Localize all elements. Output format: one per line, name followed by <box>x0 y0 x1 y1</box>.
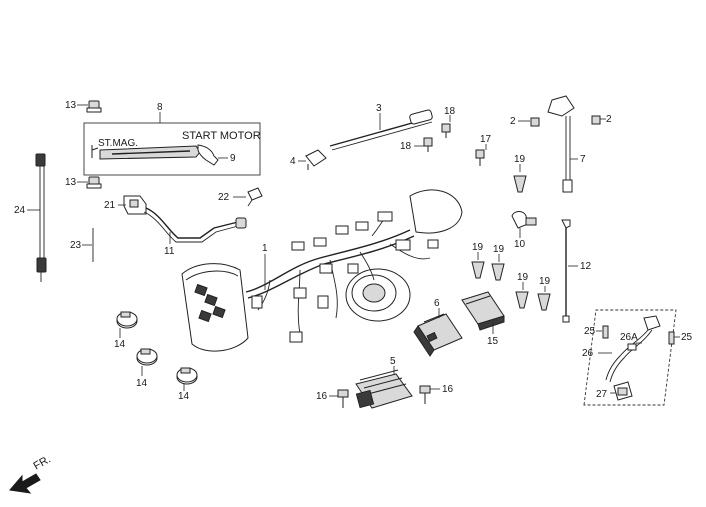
part-12-rod <box>561 219 571 323</box>
starter-cable-box <box>83 122 261 176</box>
callout-18-top: 18 <box>444 106 456 117</box>
callout-7: 7 <box>580 154 586 165</box>
callout-25-left: 25 <box>584 326 596 337</box>
sub-assembly-box <box>583 309 677 406</box>
front-direction-arrow-icon <box>9 473 41 494</box>
part-19-clip-2 <box>471 261 485 279</box>
part-6-ecu <box>413 313 463 357</box>
callout-26a: 26A <box>620 332 638 343</box>
part-22-terminal <box>247 187 263 207</box>
part-7-sensor <box>547 95 575 193</box>
callout-14-a: 14 <box>114 339 126 350</box>
callout-12: 12 <box>580 261 592 272</box>
part-17-bolt <box>475 149 485 166</box>
part-10-clamp <box>511 211 537 229</box>
part-18-bolt-mid <box>423 137 433 152</box>
callout-3: 3 <box>376 103 382 114</box>
callout-6: 6 <box>434 298 440 309</box>
part-19-clip-5 <box>537 293 551 311</box>
part-13-nut-bottom <box>86 176 102 189</box>
part-15-module <box>461 291 505 331</box>
part-18-bolt-top <box>441 123 451 138</box>
callout-21: 21 <box>104 200 116 211</box>
callout-10: 10 <box>514 239 526 250</box>
part-2-bolt-left <box>530 117 540 127</box>
callout-16-right: 16 <box>442 384 454 395</box>
part-21-bracket <box>123 195 147 215</box>
callout-2-right: 2 <box>606 114 612 125</box>
part-25-bolt-right <box>668 331 675 345</box>
part-4-connector <box>305 149 327 170</box>
label-front: FR. <box>32 453 53 472</box>
callout-25-right: 25 <box>681 332 693 343</box>
part-27-connector <box>613 381 633 401</box>
callout-19-c: 19 <box>493 244 505 255</box>
callout-19-e: 19 <box>539 276 551 287</box>
callout-4: 4 <box>290 156 296 167</box>
part-19-clip-3 <box>491 263 505 281</box>
part-14-clamp-1 <box>116 311 138 329</box>
callout-19-a: 19 <box>514 154 526 165</box>
part-5-regulator <box>355 369 413 409</box>
part-3-cable <box>329 109 433 151</box>
callout-13-bottom: 13 <box>65 177 77 188</box>
part-8-starter-cable <box>91 144 219 166</box>
part-13-nut-top <box>86 100 102 113</box>
callout-9: 9 <box>230 153 236 164</box>
part-1-main-harness <box>181 189 463 352</box>
callout-14-b: 14 <box>136 378 148 389</box>
part-16-bolt-right <box>419 385 431 404</box>
callout-1: 1 <box>262 243 268 254</box>
callout-5: 5 <box>390 356 396 367</box>
label-st-mag: ST.MAG. <box>98 138 138 149</box>
callout-24: 24 <box>14 205 26 216</box>
part-25-bolt-left <box>602 325 609 339</box>
callout-13-top: 13 <box>65 100 77 111</box>
callout-11: 11 <box>164 246 175 257</box>
part-14-clamp-2 <box>136 348 158 366</box>
callout-18-mid: 18 <box>400 141 412 152</box>
part-19-clip-top <box>513 175 527 193</box>
part-11-cable <box>143 207 247 243</box>
callout-17: 17 <box>480 134 492 145</box>
callout-2-left: 2 <box>510 116 516 127</box>
callout-23: 23 <box>70 240 82 251</box>
part-16-bolt-left <box>337 389 349 408</box>
callout-26: 26 <box>582 348 594 359</box>
part-26-harness <box>605 315 661 383</box>
label-start-motor: START MOTOR <box>182 130 261 142</box>
callout-27: 27 <box>596 389 608 400</box>
callout-15: 15 <box>487 336 499 347</box>
part-24-lead <box>35 153 47 282</box>
part-14-clamp-3 <box>176 367 198 385</box>
callout-14-c: 14 <box>178 391 190 402</box>
callout-19-d: 19 <box>517 272 529 283</box>
part-19-clip-4 <box>515 291 529 309</box>
callout-16-left: 16 <box>316 391 328 402</box>
callout-22: 22 <box>218 192 230 203</box>
part-2-bolt-right <box>591 115 601 125</box>
callout-19-b: 19 <box>472 242 484 253</box>
callout-8: 8 <box>157 102 163 113</box>
